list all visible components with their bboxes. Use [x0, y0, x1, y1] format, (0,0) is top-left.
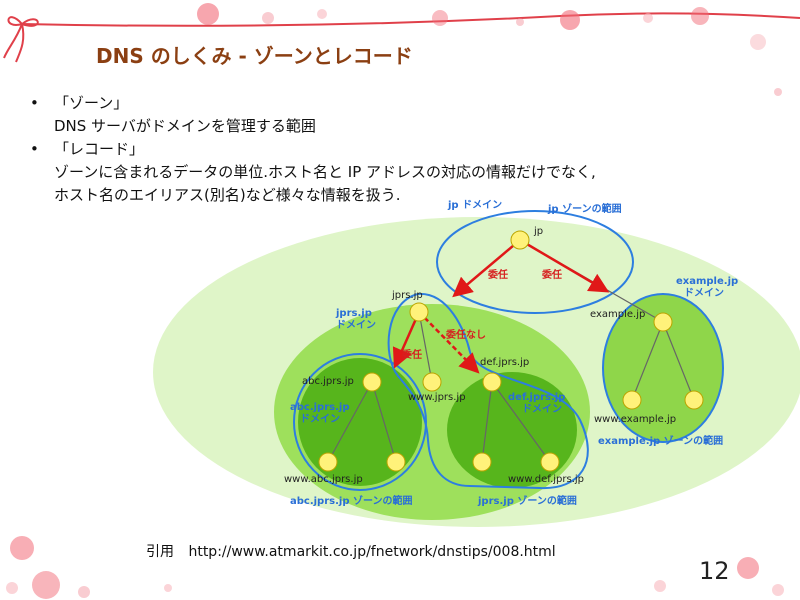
- page-number: 12: [699, 557, 730, 585]
- bullet-text: ゾーンに含まれるデータの単位.ホスト名と IP アドレスの対応の情報だけでなく,: [54, 163, 596, 181]
- node-example: [653, 312, 673, 332]
- citation: 引用 http://www.atmarkit.co.jp/fnetwork/dn…: [146, 541, 566, 561]
- node-label-abc: abc.jprs.jp: [302, 376, 354, 387]
- abc-domain-label-1: abc.jprs.jp: [290, 402, 350, 413]
- jprs-domain-label-2: ドメイン: [336, 319, 376, 331]
- citation-url[interactable]: http://www.atmarkit.co.jp/fnetwork/dnsti…: [188, 544, 556, 560]
- delegation-label-right: 委任: [541, 268, 562, 281]
- node-label-jprs: jprs.jp: [391, 290, 423, 301]
- node-jprs: [409, 302, 429, 322]
- bullet-record: • 「レコード」 ゾーンに含まれるデータの単位.ホスト名と IP アドレスの対応…: [30, 138, 670, 207]
- node-www-def-left: [472, 452, 492, 472]
- def-domain-label-2: ドメイン: [522, 403, 562, 415]
- node-label-www-jprs: www.jprs.jp: [408, 392, 466, 403]
- example-zone-label: example.jp ゾーンの範囲: [598, 434, 723, 447]
- bullet-zone: • 「ゾーン」 DNS サーバがドメインを管理する範囲: [30, 92, 670, 138]
- bullet-text: DNS サーバがドメインを管理する範囲: [54, 117, 316, 135]
- node-label-www-abc: www.abc.jprs.jp: [284, 474, 363, 485]
- node-label-www-example: www.example.jp: [594, 414, 676, 425]
- node-label-jp: jp: [533, 226, 543, 237]
- abc-zone-label: abc.jprs.jp ゾーンの範囲: [290, 494, 412, 507]
- delegation-label-abc: 委任: [401, 348, 422, 361]
- jp-zone-border: [436, 210, 634, 314]
- node-def: [482, 372, 502, 392]
- node-label-def: def.jprs.jp: [480, 357, 529, 368]
- node-www-example-left: [622, 390, 642, 410]
- bullet-heading: 「レコード」: [54, 140, 145, 158]
- abc-domain-label-2: ドメイン: [300, 413, 340, 425]
- abc-zone-border: [293, 353, 427, 491]
- bullet-dot: •: [30, 140, 39, 158]
- def-domain-area: [447, 372, 577, 488]
- node-abc: [362, 372, 382, 392]
- jp-zone-label: jp ゾーンの範囲: [547, 202, 622, 215]
- jp-domain-label: jp ドメイン: [447, 199, 502, 211]
- jprs-zone-label: jprs.jp ゾーンの範囲: [477, 494, 577, 507]
- example-domain-label-1: example.jp: [676, 276, 738, 287]
- slide-title: DNS のしくみ - ゾーンとレコード: [96, 44, 413, 68]
- node-www-jprs: [422, 372, 442, 392]
- node-www-def-right: [540, 452, 560, 472]
- example-zone-border: [602, 293, 724, 443]
- node-www-example-right: [684, 390, 704, 410]
- decorative-dots: [6, 3, 784, 599]
- bullet-text: ホスト名のエイリアス(別名)など様々な情報を扱う.: [54, 186, 401, 204]
- def-domain-label-1: def.jprs.jp: [508, 392, 565, 403]
- delegation-arrows: [392, 238, 610, 374]
- bullet-heading: 「ゾーン」: [54, 94, 129, 112]
- tree-nodes: [318, 230, 704, 472]
- jprs-zone-border: [387, 292, 589, 490]
- node-www-abc-right: [386, 452, 406, 472]
- example-domain-label-2: ドメイン: [684, 287, 724, 299]
- bullet-dot: •: [30, 94, 39, 112]
- delegation-label-left: 委任: [487, 268, 508, 281]
- delegation-label-none: 委任なし: [445, 328, 486, 341]
- jprs-domain-label-1: jprs.jp: [335, 308, 372, 319]
- bullet-list: • 「ゾーン」 DNS サーバがドメインを管理する範囲 • 「レコード」 ゾーン…: [30, 92, 670, 207]
- node-www-abc-left: [318, 452, 338, 472]
- node-jp: [510, 230, 530, 250]
- node-label-example: example.jp: [590, 309, 645, 320]
- citation-label: 引用: [146, 544, 174, 560]
- node-label-www-def: www.def.jprs.jp: [508, 474, 584, 485]
